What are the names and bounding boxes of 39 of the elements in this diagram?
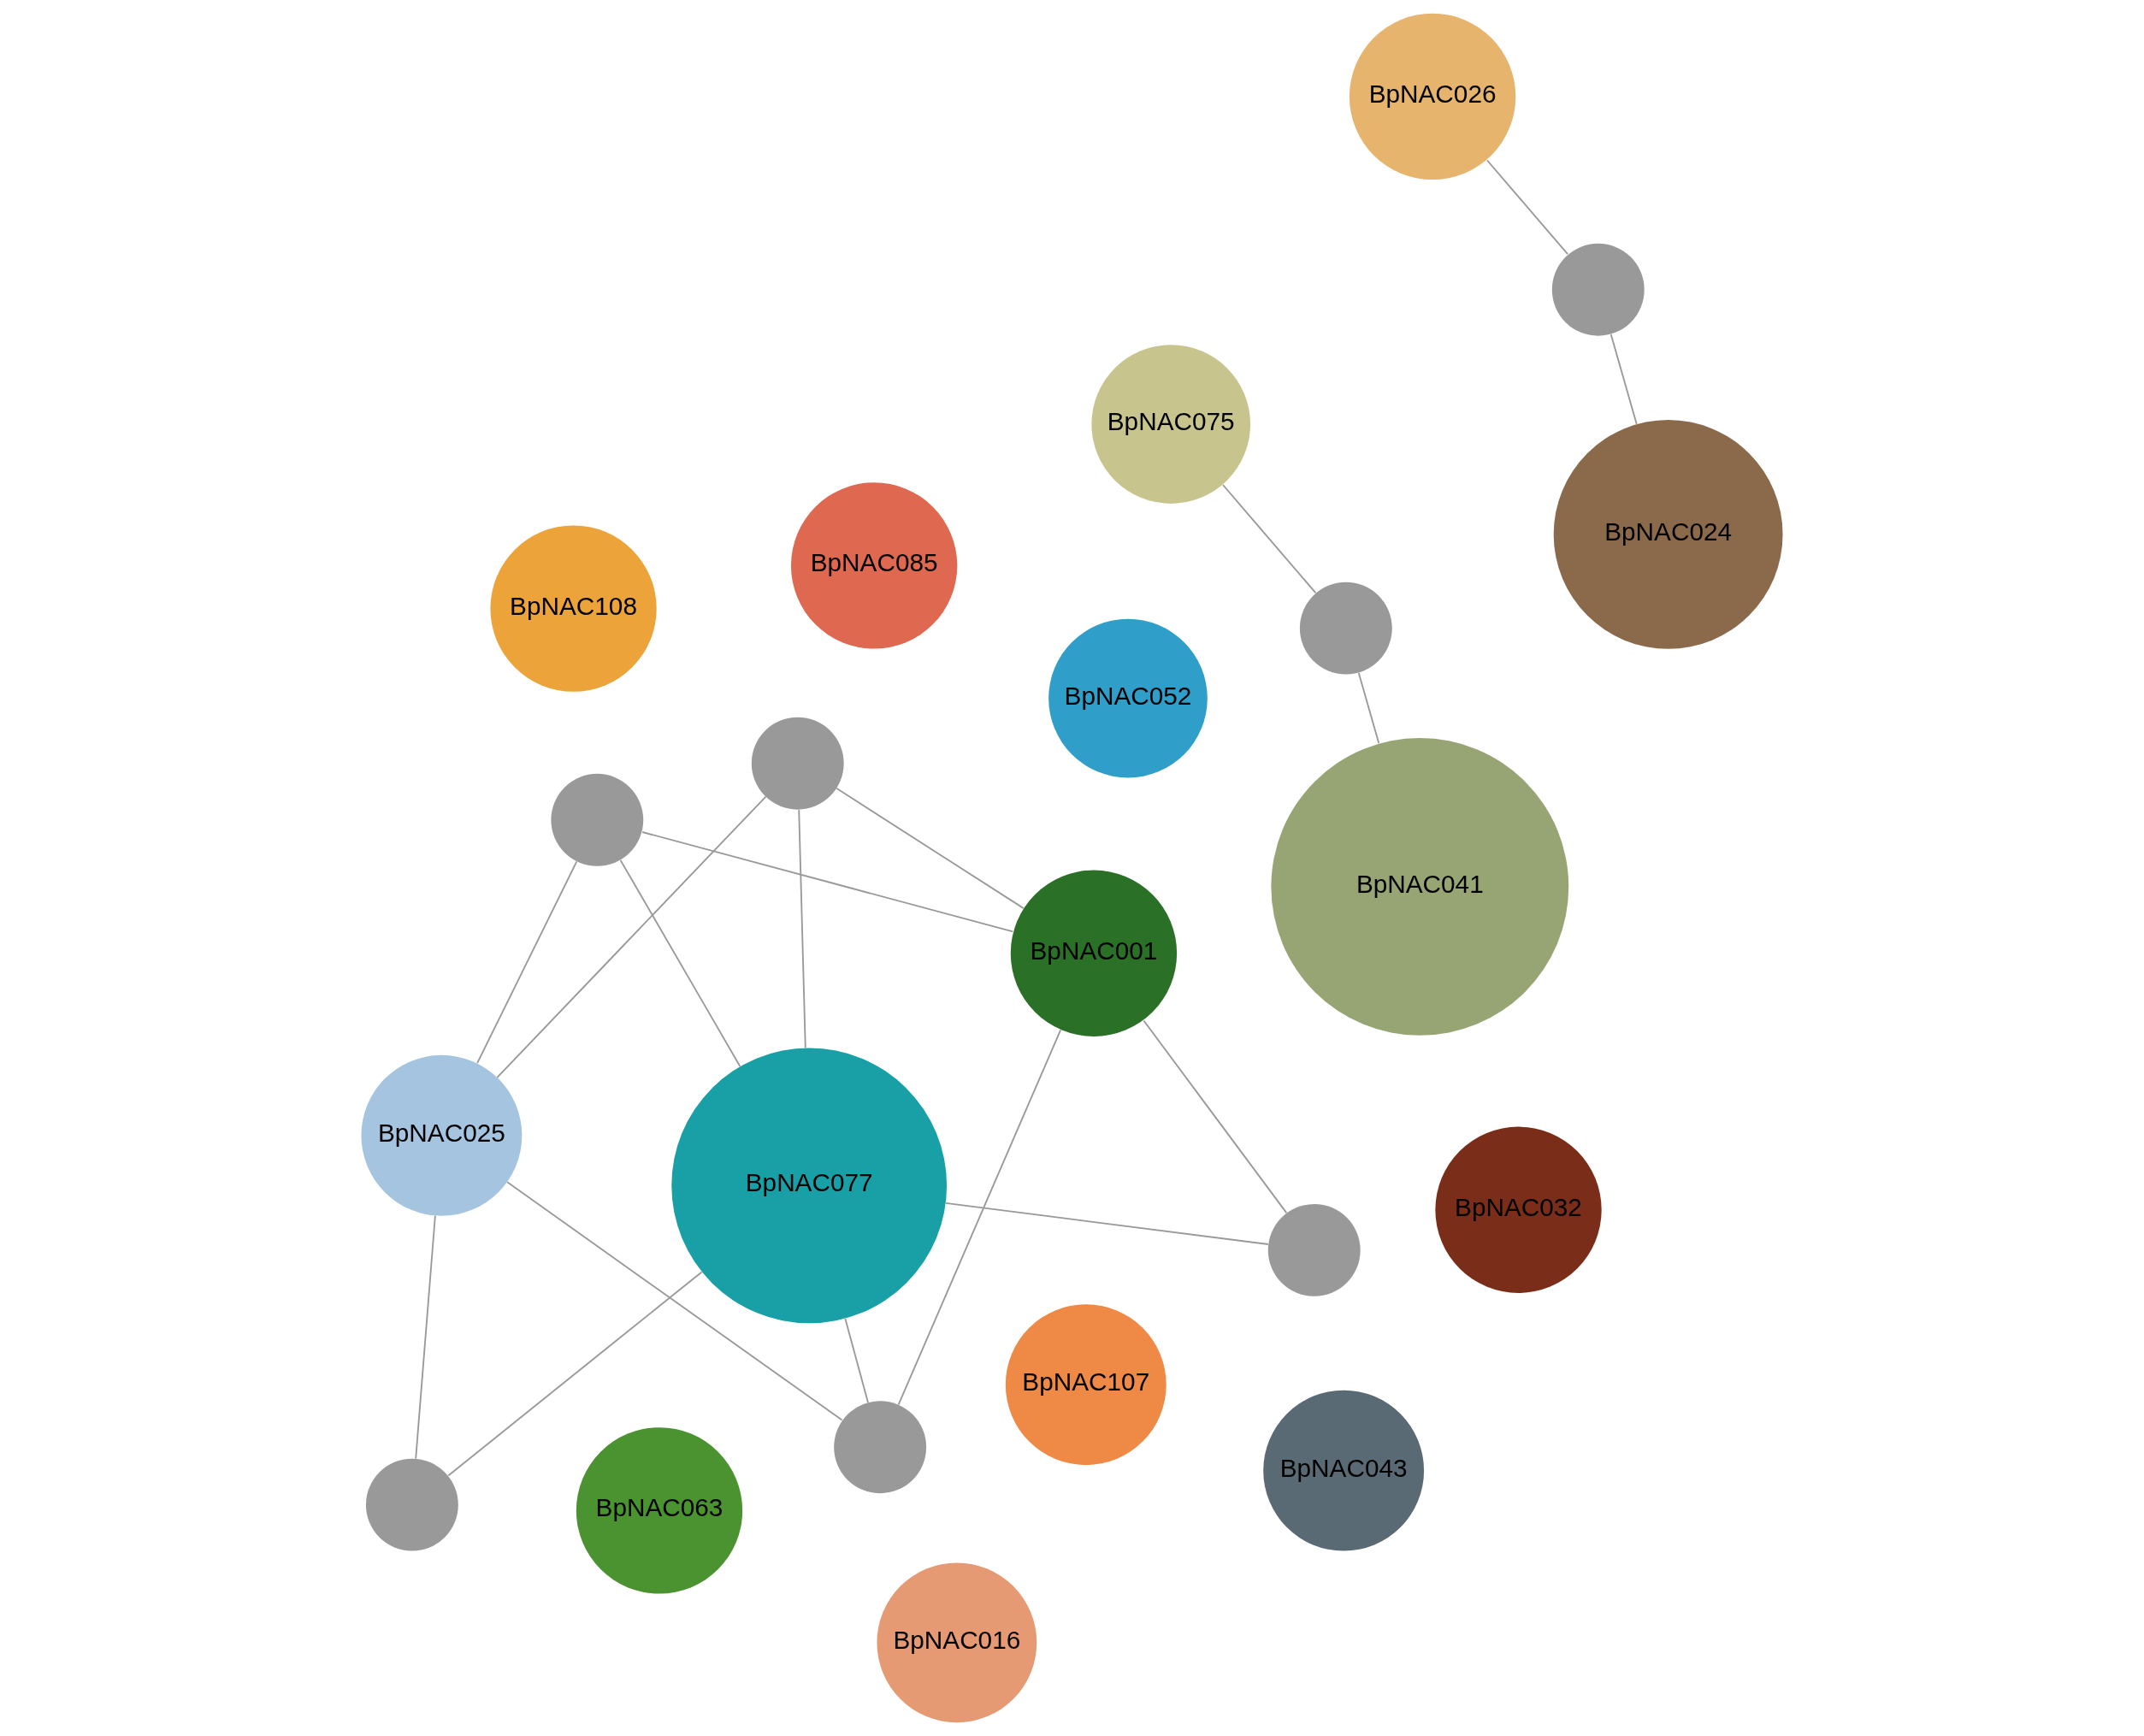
node-circle: [1267, 1203, 1361, 1296]
node-circle: BpNAC041: [1271, 738, 1569, 1036]
node-circle: BpNAC026: [1349, 13, 1516, 180]
node-circle: [751, 717, 844, 810]
node-circle: BpNAC052: [1048, 618, 1208, 778]
node-circle: BpNAC085: [790, 482, 958, 649]
node-circle: BpNAC001: [1010, 870, 1178, 1036]
connector: [641, 831, 1014, 933]
node-circle: BpNAC108: [490, 525, 657, 692]
connector: [1143, 1019, 1288, 1214]
node-circle: [1551, 243, 1645, 336]
node-circle: BpNAC024: [1553, 419, 1783, 649]
connector: [415, 1214, 436, 1460]
connector: [447, 1271, 703, 1477]
connector: [619, 859, 741, 1067]
connector: [1609, 334, 1638, 425]
node-circle: BpNAC075: [1091, 345, 1251, 504]
node-circle: [365, 1458, 458, 1551]
node-circle: BpNAC025: [361, 1054, 523, 1216]
node-circle: BpNAC043: [1263, 1390, 1425, 1551]
node-circle: BpNAC107: [1005, 1304, 1167, 1466]
connector: [945, 1202, 1269, 1245]
node-circle: BpNAC016: [877, 1562, 1037, 1723]
connector: [897, 1029, 1062, 1406]
connector: [844, 1318, 869, 1403]
connector: [836, 787, 1025, 910]
connector: [1357, 671, 1380, 744]
node-circle: [1299, 582, 1392, 675]
node-circle: BpNAC077: [671, 1048, 948, 1324]
connector: [798, 809, 806, 1049]
node-circle: [834, 1401, 927, 1494]
node-circle: BpNAC032: [1435, 1126, 1602, 1293]
connector: [1222, 484, 1317, 594]
connector: [476, 860, 578, 1065]
connector: [496, 795, 767, 1078]
connector: [506, 1181, 843, 1421]
node-circle: [551, 773, 644, 866]
node-circle: BpNAC063: [576, 1427, 743, 1594]
connector: [1486, 159, 1568, 256]
